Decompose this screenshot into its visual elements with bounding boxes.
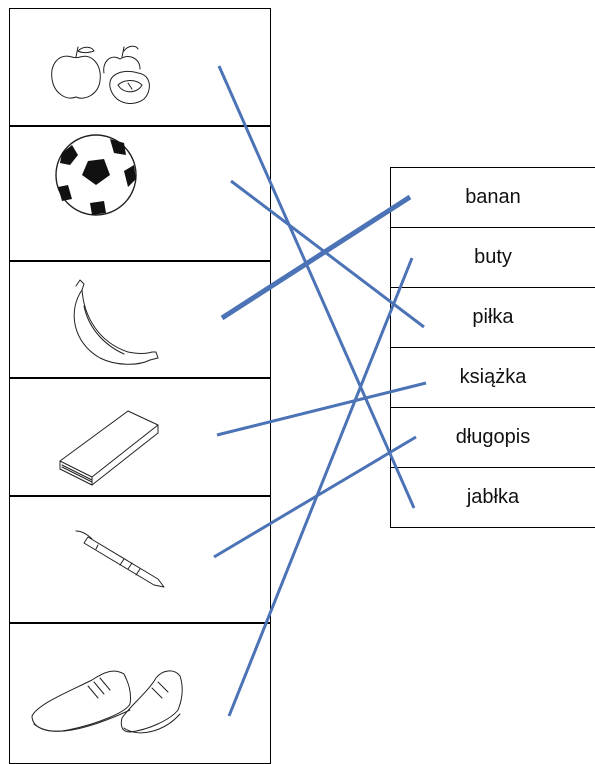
shoes-icon xyxy=(31,670,183,734)
picture-cell-banana xyxy=(9,261,271,378)
word-cell-buty: buty xyxy=(390,227,595,288)
word-cell-pilka: piłka xyxy=(390,287,595,348)
picture-cell-book xyxy=(9,378,271,496)
picture-cell-shoes xyxy=(9,623,271,764)
word-cell-banan: banan xyxy=(390,167,595,228)
word-cell-ksiazka: książka xyxy=(390,347,595,408)
pen-icon xyxy=(75,530,165,588)
picture-cell-apples xyxy=(9,8,271,126)
soccer-ball-icon xyxy=(55,134,137,216)
picture-cell-ball xyxy=(9,126,271,261)
word-cell-dlugopis: długopis xyxy=(390,407,595,468)
banana-icon xyxy=(73,279,159,365)
picture-column xyxy=(9,8,271,764)
word-cell-jablka: jabłka xyxy=(390,467,595,528)
book-icon xyxy=(59,410,159,486)
picture-cell-pen xyxy=(9,496,271,623)
apples-icon xyxy=(51,45,150,104)
